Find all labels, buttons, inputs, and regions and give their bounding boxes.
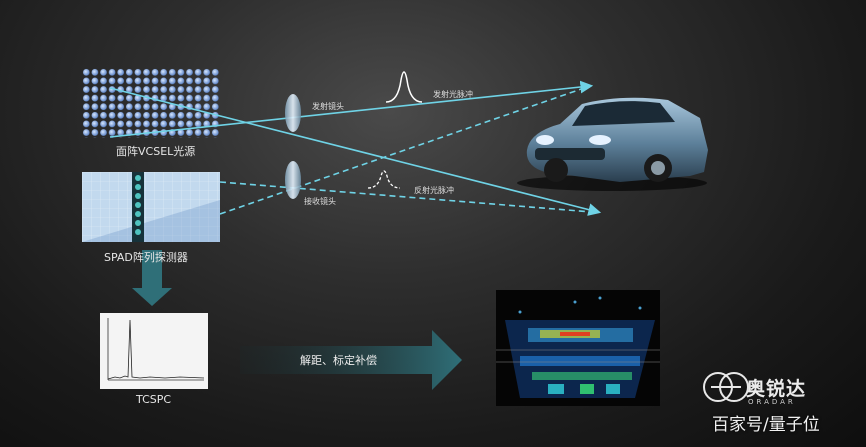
pointcloud-icon: [496, 290, 660, 406]
beams: [109, 80, 602, 216]
brand-name: 奥锐达: [746, 378, 807, 400]
recv-lens-label: 接收镜头: [304, 197, 336, 206]
spad-label: SPAD阵列探测器: [104, 251, 188, 264]
spad-panel: [82, 172, 220, 242]
emit-lens-icon: [285, 94, 301, 132]
car-icon: [517, 97, 708, 191]
emit-lens-label: 发射镜头: [312, 102, 344, 111]
watermark: 百家号/量子位: [712, 415, 820, 435]
return-pulse-label: 反射光脉冲: [414, 186, 454, 195]
recv-lens-icon: [285, 161, 301, 199]
brand-sub: ORADAR: [748, 398, 796, 406]
down-arrow-icon: [132, 250, 172, 306]
emit-pulse-icon: [385, 71, 423, 103]
right-arrow-icon: [240, 330, 462, 390]
tcspc-label: TCSPC: [136, 393, 172, 406]
oradar-logo-icon: [703, 372, 749, 402]
process-label: 解距、标定补偿: [300, 354, 377, 367]
vcsel-array: [82, 68, 220, 138]
return-pulse-icon: [367, 170, 401, 189]
tcspc-chart-icon: [100, 313, 208, 389]
emit-pulse-label: 发射光脉冲: [433, 90, 473, 99]
vcsel-label: 面阵VCSEL光源: [116, 145, 196, 158]
